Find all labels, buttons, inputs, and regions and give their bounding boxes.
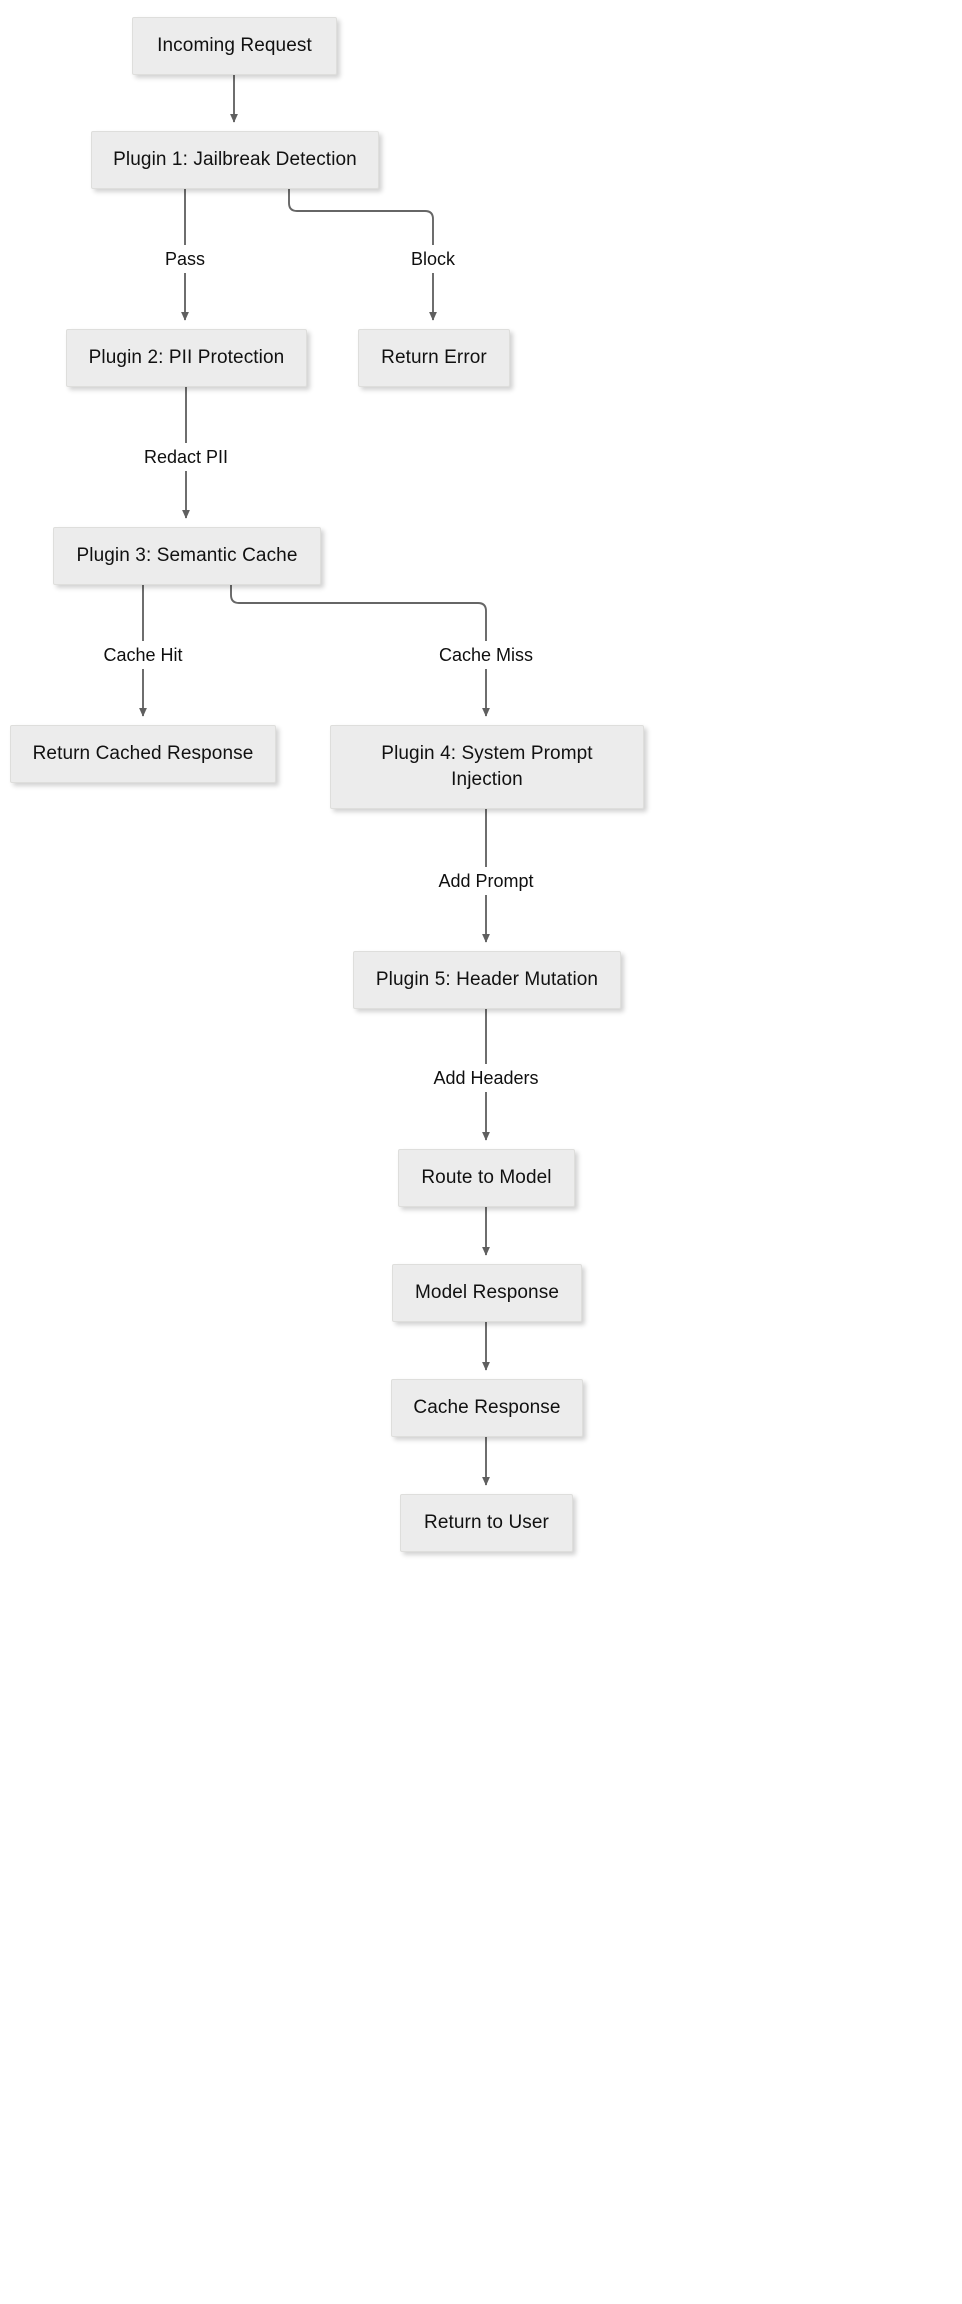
node-plugin-3-semantic-cache[interactable]: Plugin 3: Semantic Cache [53, 527, 321, 585]
edge-label-add-headers: Add Headers [429, 1066, 543, 1090]
edge-label-redact-pii: Redact PII [139, 445, 233, 469]
node-cache-response[interactable]: Cache Response [391, 1379, 583, 1437]
node-label: Incoming Request [157, 35, 312, 56]
node-label: Cache Response [413, 1397, 561, 1418]
node-label: Model Response [415, 1282, 559, 1303]
node-label: Route to Model [421, 1167, 552, 1188]
node-incoming-request[interactable]: Incoming Request [132, 17, 337, 75]
node-label: Plugin 4: System Prompt Injection [381, 743, 593, 790]
edge-label-block: Block [406, 247, 460, 271]
node-return-to-user[interactable]: Return to User [400, 1494, 573, 1552]
node-model-response[interactable]: Model Response [392, 1264, 582, 1322]
edge-label-add-prompt: Add Prompt [434, 869, 538, 893]
node-plugin-1-jailbreak-detection[interactable]: Plugin 1: Jailbreak Detection [91, 131, 379, 189]
node-return-cached-response[interactable]: Return Cached Response [10, 725, 276, 783]
edge-plugin1-to-returnerror [288, 189, 434, 245]
edge-label-pass: Pass [160, 247, 210, 271]
node-route-to-model[interactable]: Route to Model [398, 1149, 575, 1207]
node-return-error[interactable]: Return Error [358, 329, 510, 387]
node-plugin-5-header-mutation[interactable]: Plugin 5: Header Mutation [353, 951, 621, 1009]
node-label: Return Error [381, 347, 487, 368]
node-label: Plugin 5: Header Mutation [375, 969, 599, 990]
node-label: Plugin 1: Jailbreak Detection [113, 149, 357, 170]
edge-label-cache-hit: Cache Hit [99, 643, 187, 667]
edge-plugin3-to-plugin4 [230, 585, 487, 641]
node-label: Return Cached Response [32, 743, 254, 764]
node-label: Plugin 2: PII Protection [88, 347, 285, 368]
edge-label-cache-miss: Cache Miss [434, 643, 538, 667]
node-plugin-4-system-prompt-injection[interactable]: Plugin 4: System Prompt Injection [330, 725, 644, 809]
node-label: Plugin 3: Semantic Cache [76, 545, 298, 566]
node-plugin-2-pii-protection[interactable]: Plugin 2: PII Protection [66, 329, 307, 387]
node-label: Return to User [424, 1512, 549, 1533]
